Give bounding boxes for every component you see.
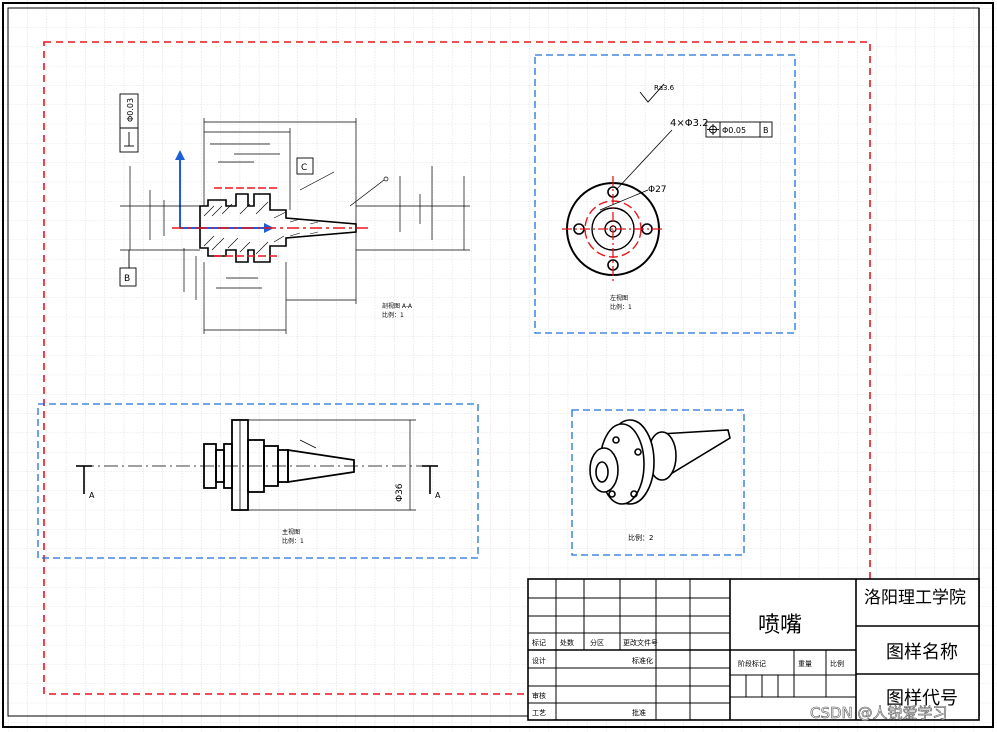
row-label-change: 更改文件号 xyxy=(623,638,658,647)
left-view-scale: 比例：1 xyxy=(610,303,632,311)
top-view-scale: 比例：1 xyxy=(282,537,304,545)
process-label: 工艺 xyxy=(532,709,546,717)
stage-label-weight: 重量 xyxy=(798,660,812,668)
hole-callout-text: 4×Φ3.2 xyxy=(670,118,709,129)
cone-tip xyxy=(287,448,355,484)
datum-c-box xyxy=(296,157,314,175)
iso-shank xyxy=(589,447,619,493)
pcd-text: Φ27 xyxy=(648,185,667,195)
section-mark-right xyxy=(422,465,438,494)
left-view-frame xyxy=(534,54,796,334)
title-block xyxy=(527,578,980,721)
section-mark-a-right: A xyxy=(435,491,441,500)
top-view-caption: 主视图 xyxy=(282,528,300,536)
csdn-watermark: CSDN @人锐爱学习 xyxy=(810,704,948,722)
iso-view xyxy=(589,419,731,505)
drawing-name-label: 图样名称 xyxy=(886,642,958,663)
section-scale: 比例：1 xyxy=(382,311,404,319)
perp-tolerance-text: Φ0.03 xyxy=(126,98,135,122)
drawing-code-label: 图样代号 xyxy=(886,688,958,709)
top-view xyxy=(76,419,438,511)
print-area-frame xyxy=(43,41,871,695)
pcd-leader xyxy=(599,189,649,211)
iso-hole-1 xyxy=(612,436,620,444)
top-diameter-text: Φ36 xyxy=(395,483,405,502)
approve-label: 批准 xyxy=(632,708,646,717)
review-label: 审核 xyxy=(532,691,546,700)
roughness-symbol xyxy=(639,83,665,103)
row-label-zone: 分区 xyxy=(590,638,604,647)
school-name: 洛阳理工学院 xyxy=(864,588,966,608)
iso-hole-4 xyxy=(608,490,616,498)
iso-bore xyxy=(595,461,609,483)
position-tol-text: Φ0.05 xyxy=(722,126,746,135)
section-hatching xyxy=(203,201,319,255)
left-view xyxy=(562,83,773,282)
axis-y-arrow xyxy=(175,150,185,160)
position-datum-text: B xyxy=(763,126,769,135)
roughness-text: Ra3.6 xyxy=(654,84,675,92)
top-view-frame xyxy=(37,403,479,559)
perpendicularity-frame xyxy=(119,93,139,153)
sign-label-standard: 标准化 xyxy=(632,656,653,665)
section-mark-a-left: A xyxy=(89,491,95,500)
datum-c-label: C xyxy=(301,163,307,173)
section-caption: 剖视图 A-A xyxy=(382,302,413,310)
iso-hole-2 xyxy=(634,448,642,456)
iso-hole-3 xyxy=(630,490,638,498)
datum-b-label: B xyxy=(124,274,130,284)
stage-label-scale: 比例 xyxy=(830,659,844,668)
section-dimensions xyxy=(120,118,470,334)
row-label-mark: 标记 xyxy=(532,638,546,647)
datum-b-box xyxy=(119,250,137,287)
iso-view-caption: 比例：2 xyxy=(628,533,653,542)
section-mark-left xyxy=(76,465,92,494)
top-dimensions xyxy=(248,419,416,511)
sign-label-design: 设计 xyxy=(532,656,546,665)
hole-callout-leader xyxy=(615,129,673,191)
row-label-count: 处数 xyxy=(560,638,574,647)
front-section-view xyxy=(119,93,470,334)
part-name: 喷嘴 xyxy=(758,613,802,638)
iso-view-frame xyxy=(571,409,745,556)
position-tolerance-frame xyxy=(705,121,773,138)
stage-label-mark: 阶段标记 xyxy=(738,659,766,668)
left-view-caption: 左视图 xyxy=(610,294,628,302)
